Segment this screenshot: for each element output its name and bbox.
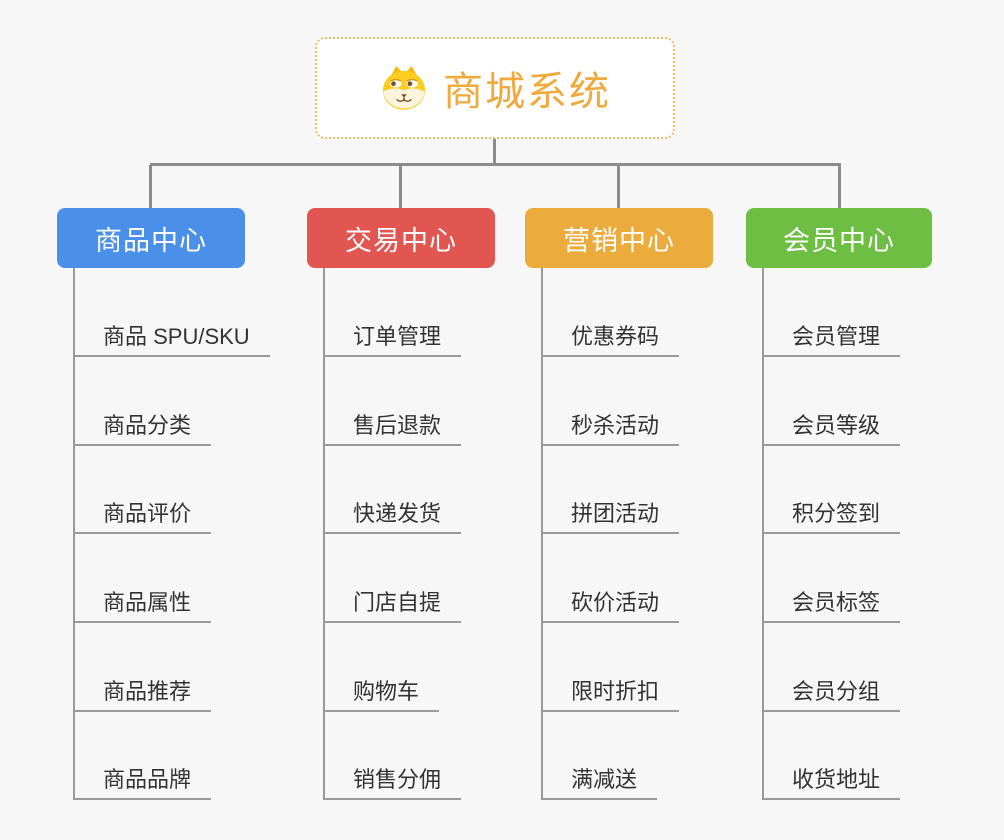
branch-header-product-center[interactable]: 商品中心: [57, 208, 245, 268]
connector-branch-stub: [149, 165, 152, 208]
dog-face-icon: [379, 65, 429, 111]
leaf-topic[interactable]: 会员管理: [762, 311, 901, 357]
leaf-topic[interactable]: 满减送: [541, 754, 658, 800]
leaf-topic[interactable]: 会员分组: [762, 666, 901, 712]
leaf-topic[interactable]: 订单管理: [323, 311, 462, 357]
connector-branch-stub: [399, 165, 402, 208]
branch-header-marketing-center[interactable]: 营销中心: [525, 208, 713, 268]
leaf-topic[interactable]: 商品推荐: [73, 666, 212, 712]
leaf-topic[interactable]: 限时折扣: [541, 666, 680, 712]
connector-horizontal-line: [150, 163, 841, 166]
leaf-topic[interactable]: 商品分类: [73, 400, 212, 446]
leaf-topic[interactable]: 秒杀活动: [541, 400, 680, 446]
leaf-topic[interactable]: 购物车: [323, 666, 440, 712]
branch-header-member-center[interactable]: 会员中心: [746, 208, 932, 268]
leaf-topic[interactable]: 门店自提: [323, 577, 462, 623]
leaf-topic[interactable]: 快递发货: [323, 488, 462, 534]
leaf-topic[interactable]: 拼团活动: [541, 488, 680, 534]
leaf-topic[interactable]: 会员标签: [762, 577, 901, 623]
leaf-topic[interactable]: 收货地址: [762, 754, 901, 800]
root-title: 商城系统: [443, 70, 611, 114]
leaf-topic[interactable]: 商品评价: [73, 488, 212, 534]
leaf-topic[interactable]: 销售分佣: [323, 754, 462, 800]
leaf-topic[interactable]: 商品 SPU/SKU: [73, 311, 270, 357]
leaf-topic[interactable]: 优惠券码: [541, 311, 680, 357]
leaf-topic[interactable]: 会员等级: [762, 400, 901, 446]
branch-header-trade-center[interactable]: 交易中心: [307, 208, 495, 268]
connector-branch-stub: [617, 165, 620, 208]
root-topic[interactable]: 商城系统: [315, 37, 675, 139]
connector-branch-stub: [838, 165, 841, 208]
leaf-topic[interactable]: 砍价活动: [541, 577, 680, 623]
connector-root-stub: [493, 139, 496, 164]
leaf-topic[interactable]: 售后退款: [323, 400, 462, 446]
leaf-topic[interactable]: 商品品牌: [73, 754, 212, 800]
leaf-topic[interactable]: 积分签到: [762, 488, 901, 534]
leaf-topic[interactable]: 商品属性: [73, 577, 212, 623]
